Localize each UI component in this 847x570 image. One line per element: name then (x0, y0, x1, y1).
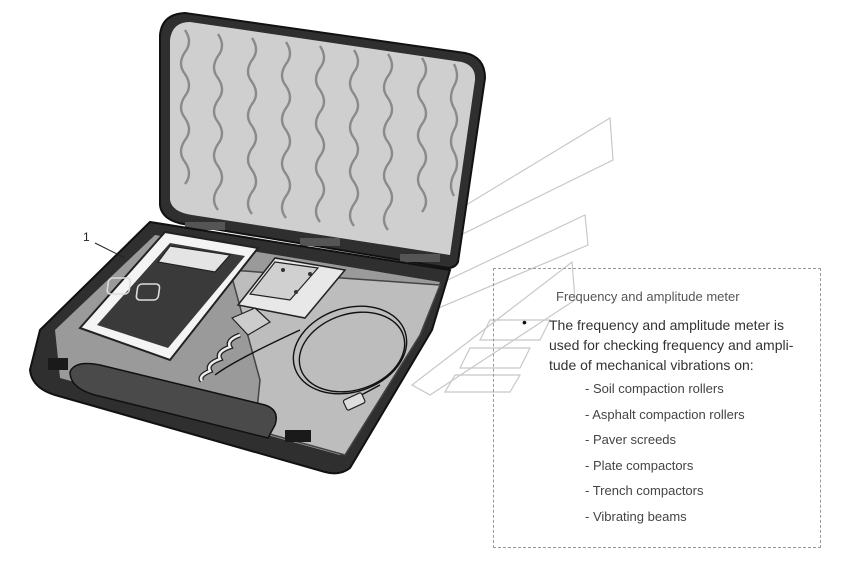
description-line: used for checking frequency and ampli- (549, 337, 794, 353)
vibration-sensor (198, 257, 347, 383)
list-item: - Paver screeds (585, 432, 677, 447)
list-item: - Soil compaction rollers (585, 381, 724, 396)
list-item: - Asphalt compaction rollers (585, 406, 745, 422)
description-line: tude of mechanical vibrations on: (549, 357, 754, 373)
list-item: - Vibrating beams (585, 508, 687, 524)
foam-waves (179, 29, 459, 231)
bullet-point: • (522, 314, 527, 330)
applications-list: - Soil compaction rollers - Asphalt comp… (585, 379, 745, 532)
callout-leader-line (94, 242, 126, 259)
cable-connector (342, 392, 366, 411)
callout-number: 1 (83, 230, 90, 244)
list-item: - Plate compactors (585, 457, 694, 473)
list-item: - Trench compactors (585, 483, 704, 498)
sensor-cable (214, 305, 408, 401)
case-lid (159, 11, 487, 270)
info-box: Frequency and amplitude meter • The freq… (493, 268, 821, 548)
description-line: The frequency and amplitude meter is (549, 317, 785, 333)
handheld-meter (78, 230, 260, 362)
info-title: Frequency and amplitude meter (556, 289, 740, 304)
description: The frequency and amplitude meter is use… (549, 315, 811, 375)
